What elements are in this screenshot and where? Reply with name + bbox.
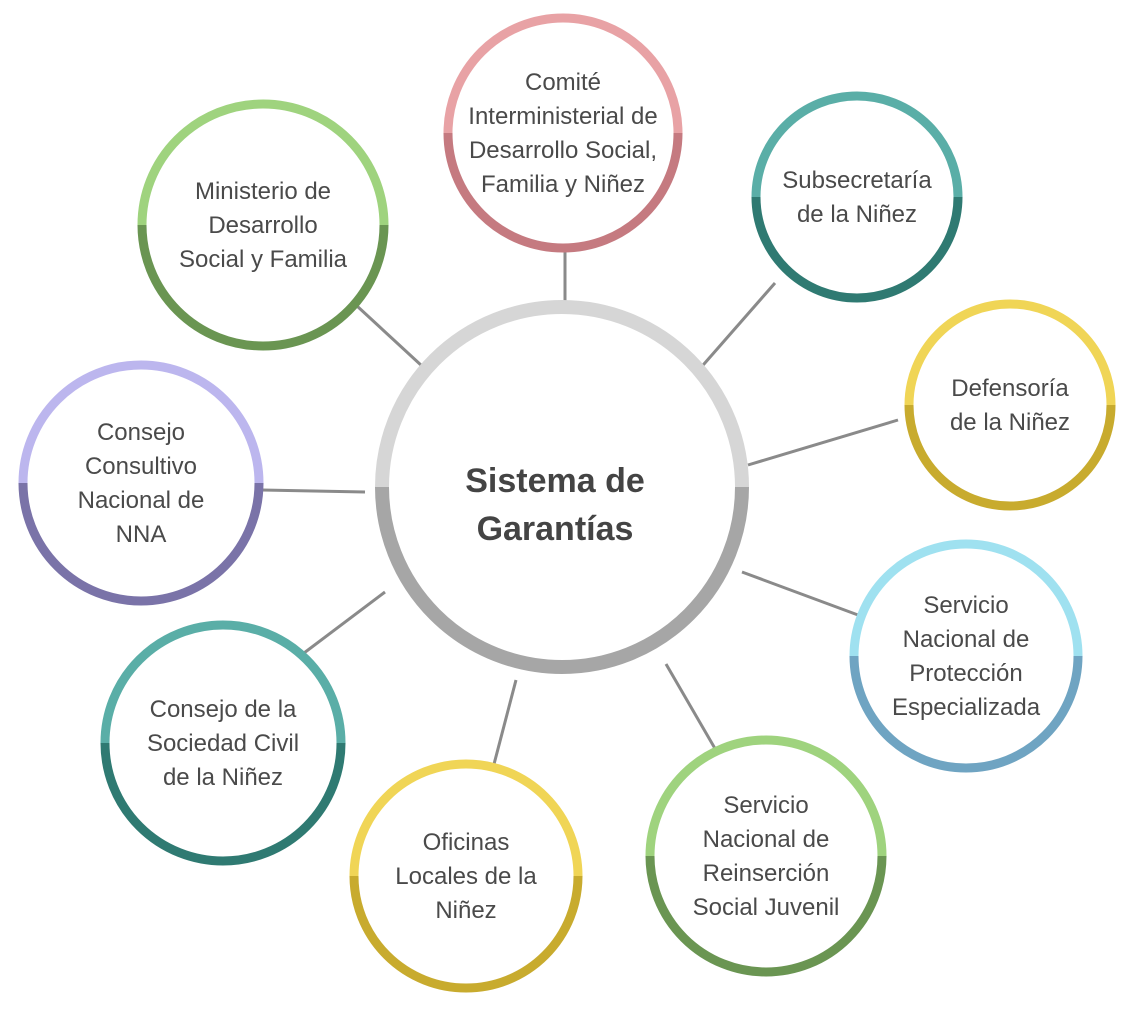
node-label-comite-line-4: Familia y Niñez	[481, 171, 645, 198]
node-circle-servicio-proteccion	[849, 539, 1083, 773]
node-label-comite-line-1: Comité	[525, 69, 601, 96]
node-label-consejo-sociedad-civil-line-2: Sociedad Civil	[147, 730, 299, 757]
node-circle-subsecretaria	[751, 91, 963, 303]
node-label-consejo-consultivo-line-2: Consultivo	[85, 453, 197, 480]
connector-consejo-consultivo	[261, 488, 366, 494]
center-circle	[375, 300, 749, 674]
node-label-defensoria-line-1: Defensoría	[951, 375, 1069, 402]
node-circle-consejo-consultivo	[18, 360, 264, 606]
node-label-consejo-sociedad-civil-line-1: Consejo de la	[150, 696, 297, 723]
node-label-oficinas-locales-line-3: Niñez	[435, 897, 496, 924]
node-label-servicio-proteccion-line-1: Servicio	[923, 592, 1008, 619]
node-circle-servicio-reinsercion	[645, 735, 887, 977]
connectors	[261, 248, 899, 769]
node-label-subsecretaria-line-2: de la Niñez	[797, 201, 917, 228]
node-circle-ministerio	[137, 99, 389, 351]
node-label-oficinas-locales-line-2: Locales de la	[395, 863, 537, 890]
node-defensoria: Defensoría de la Niñez	[904, 299, 1116, 511]
center-node: Sistema de Garantías	[375, 300, 749, 674]
node-label-servicio-reinsercion-line-4: Social Juvenil	[693, 894, 840, 921]
node-label-servicio-proteccion-line-4: Especializada	[892, 694, 1041, 721]
node-circle-comite	[443, 13, 683, 253]
node-circle-defensoria	[904, 299, 1116, 511]
center-label-line-1: Sistema de	[465, 462, 645, 500]
node-label-oficinas-locales-line-1: Oficinas	[423, 829, 510, 856]
center-label-line-2: Garantías	[477, 510, 634, 548]
connector-consejo-sociedad-civil	[299, 590, 386, 658]
node-consejo-sociedad-civil: Consejo de la Sociedad Civil de la Niñez	[100, 620, 346, 866]
connector-defensoria	[747, 418, 899, 467]
node-label-ministerio-line-1: Ministerio de	[195, 178, 331, 205]
node-label-servicio-proteccion-line-2: Nacional de	[903, 626, 1030, 653]
node-label-ministerio-line-2: Desarrollo	[208, 212, 317, 239]
node-label-consejo-consultivo-line-3: Nacional de	[78, 487, 205, 514]
node-label-subsecretaria-line-1: Subsecretaría	[782, 167, 932, 194]
connector-oficinas-locales	[491, 679, 518, 769]
node-label-servicio-reinsercion-line-2: Nacional de	[703, 826, 830, 853]
connector-subsecretaria	[688, 282, 777, 381]
node-label-consejo-sociedad-civil-line-3: de la Niñez	[163, 764, 283, 791]
node-label-consejo-consultivo-line-4: NNA	[116, 521, 167, 548]
node-circle-oficinas-locales	[349, 759, 583, 993]
node-label-servicio-reinsercion-line-3: Reinserción	[703, 860, 830, 887]
node-label-servicio-proteccion-line-3: Protección	[909, 660, 1022, 687]
node-label-defensoria-line-2: de la Niñez	[950, 409, 1070, 436]
node-circle-consejo-sociedad-civil	[100, 620, 346, 866]
connector-servicio-proteccion	[741, 570, 859, 617]
node-label-comite-line-2: Interministerial de	[468, 103, 657, 130]
node-label-servicio-reinsercion-line-1: Servicio	[723, 792, 808, 819]
node-label-comite-line-3: Desarrollo Social,	[469, 137, 657, 164]
node-label-ministerio-line-3: Social y Familia	[179, 246, 348, 273]
connector-servicio-reinsercion	[664, 663, 719, 753]
node-subsecretaria: Subsecretaría de la Niñez	[751, 91, 963, 303]
node-label-consejo-consultivo-line-1: Consejo	[97, 419, 185, 446]
